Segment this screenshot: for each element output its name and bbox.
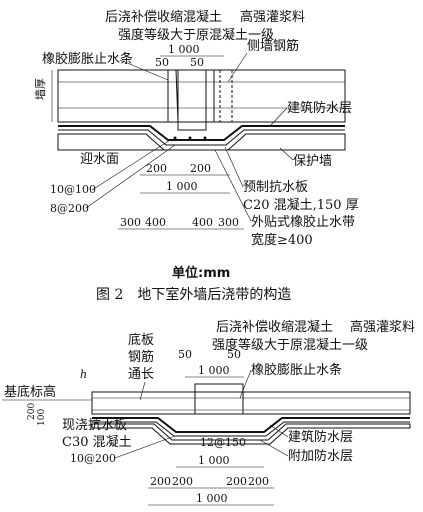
- f1-width-label: 宽度≥400: [251, 232, 313, 248]
- f2-slab-rebar-2: 钢筋: [128, 349, 154, 365]
- f1-strength-label: 强度等级大于原混凝土一级: [118, 27, 274, 43]
- f2-dim-200: 200: [27, 403, 37, 420]
- f2-h-label: h: [80, 368, 87, 381]
- f2-base-level-label: 基底标高: [4, 384, 56, 400]
- f2-waterproof-label: 建筑防水层: [288, 429, 353, 445]
- figure2-drawing: 后浇补偿收缩混凝土 高强灌浆料 强度等级大于原混凝土一级 底板 钢筋 通长 50…: [2, 319, 415, 506]
- f1-joint-right: [205, 69, 215, 123]
- f2-dim-50-r: 50: [227, 348, 241, 361]
- f1-rebar-10-leader: [91, 139, 171, 191]
- f2-dim-1000-bot: 1 000: [196, 492, 228, 505]
- f2-dim-50-l: 50: [178, 348, 192, 361]
- f1-rebar-dot: [188, 136, 192, 140]
- f2-rebar-10: 10@200: [70, 452, 116, 465]
- f1-waterproof-layer: [58, 125, 345, 141]
- f1-waterproof-leader: [269, 107, 288, 127]
- f1-rebar-8-label: 8@200: [50, 202, 89, 215]
- f1-dim-50-left: 50: [155, 56, 169, 69]
- f1-side-rebar-leader: [227, 52, 248, 83]
- f1-dim-400-a: 400: [145, 216, 166, 229]
- f1-dim-200-left: 200: [146, 162, 167, 175]
- f1-rubber-stop-label: 橡胶膨胀止水条: [42, 51, 133, 67]
- f1-pour-concrete-label: 后浇补偿收缩混凝土: [105, 9, 222, 25]
- f2-dim-1000-top: 1 000: [198, 364, 230, 377]
- f1-dim-1000-mid: 1 000: [166, 180, 198, 193]
- f1-rebar-dot: [203, 136, 207, 140]
- f2-dim-200-d: 200: [248, 475, 269, 488]
- f1-protect-wall: [57, 133, 346, 151]
- f1-dim-1000-top: 1 000: [168, 43, 200, 56]
- f1-rebar-8-leader: [85, 144, 176, 209]
- f2-dim-1000-mid: 1 000: [198, 454, 230, 467]
- f2-slab-rebar-3: 通长: [128, 367, 154, 382]
- f1-water-face-label: 迎水面: [80, 152, 119, 167]
- f2-extra-leader: [259, 439, 289, 457]
- f2-dim-100: 100: [37, 409, 47, 426]
- f1-dim-50-right: 50: [190, 56, 204, 69]
- f1-rebar-10-label: 10@100: [50, 183, 96, 196]
- f2-board-2: C30 混凝土: [62, 434, 132, 450]
- f1-post-pour-zone: [177, 69, 207, 131]
- f1-waterproof-layer-2: [58, 129, 345, 146]
- f2-rubber-stop-label: 橡胶膨胀止水条: [251, 362, 342, 378]
- f2-hatch-layer: [91, 423, 411, 445]
- f1-ext-stop-leader: [214, 149, 252, 222]
- f1-dim-300: 300: [120, 216, 141, 229]
- f1-rebar-dot: [173, 136, 177, 140]
- f1-c20-label: C20 混凝土,150 厚: [243, 197, 359, 213]
- f2-slab-rebar-1: 底板: [128, 332, 154, 348]
- figure1-drawing: 后浇补偿收缩混凝土 高强灌浆料 强度等级大于原混凝土一级 1 000 50 50…: [33, 9, 359, 248]
- f1-dim-300-b: 300: [218, 216, 239, 229]
- f2-board-1: 现浇抗水板: [62, 418, 127, 433]
- f1-protect-wall-label: 保护墙: [293, 154, 332, 169]
- f1-joint-left: [167, 69, 179, 123]
- f1-figure-title: 图 2 地下室外墙后浇带的构造: [96, 286, 291, 303]
- f2-slab-rebar-leader: [139, 381, 146, 401]
- f2-post-pour-zone: [194, 383, 244, 415]
- f2-waterproof-layer: [92, 417, 410, 433]
- f2-rebar-12: 12@150: [200, 436, 246, 449]
- f2-dim-200-c: 200: [226, 475, 247, 488]
- f1-dim-200-right: 200: [190, 162, 211, 175]
- f2-dim-200-b: 200: [172, 475, 193, 488]
- f1-unit-label: 单位:mm: [172, 265, 230, 281]
- f2-grout-label: 高强灌浆料: [350, 319, 415, 335]
- f1-precast-board-label: 预制抗水板: [243, 180, 308, 195]
- f2-extra-waterproof-label: 附加防水层: [288, 448, 353, 464]
- f1-ext-stop-label: 外贴式橡胶止水带: [251, 214, 355, 230]
- f2-extra-waterproof-layer: [92, 421, 410, 437]
- f2-pour-concrete-label: 后浇补偿收缩混凝土: [216, 319, 333, 335]
- f1-waterproof-label: 建筑防水层: [287, 100, 352, 116]
- f1-wall-thickness-label: 墙厚: [33, 78, 47, 100]
- f2-waterproof-leader: [269, 424, 289, 438]
- f1-protect-leader: [279, 147, 294, 161]
- f1-grout-label: 高强灌浆料: [240, 9, 305, 25]
- f2-rubber-leader: [239, 369, 252, 399]
- f2-rebar-10-leader: [114, 435, 176, 459]
- f2-slab-body: [91, 391, 411, 415]
- f1-dim-400-b: 400: [192, 216, 213, 229]
- f2-dim-200-a: 200: [150, 475, 171, 488]
- f1-side-rebar-label: 侧墙钢筋: [247, 38, 299, 54]
- f2-strength-label: 强度等级大于原混凝土一级: [212, 337, 368, 353]
- f1-precast-leader: [224, 146, 244, 188]
